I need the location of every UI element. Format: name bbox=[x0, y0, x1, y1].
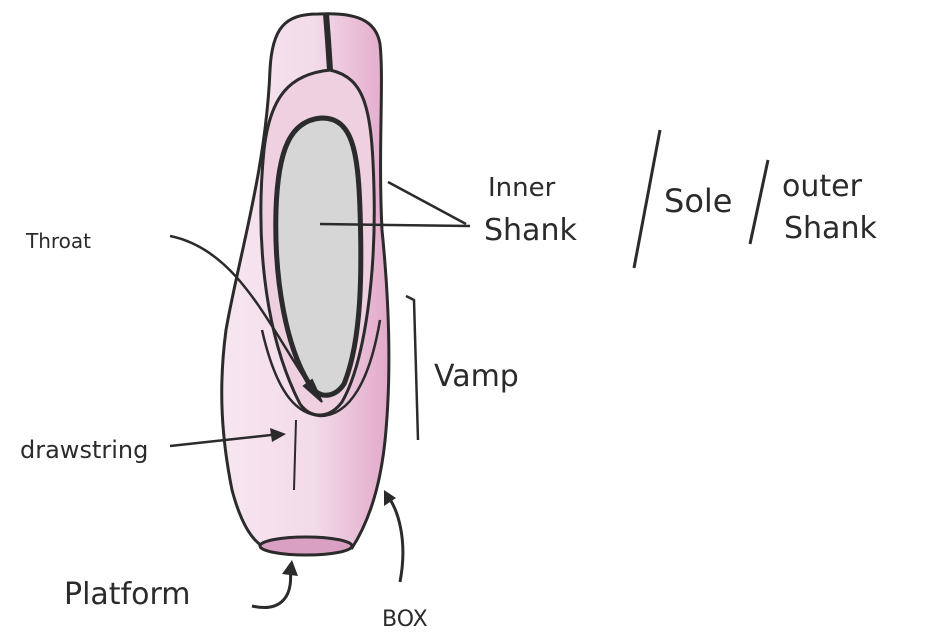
heel-seam bbox=[326, 14, 330, 70]
label-vamp: Vamp bbox=[434, 359, 519, 394]
label-drawstring: drawstring bbox=[20, 436, 148, 464]
slash-1 bbox=[634, 130, 660, 268]
label-box: BOX bbox=[382, 607, 428, 632]
label-inner-shank-line1: Inner bbox=[488, 173, 556, 203]
label-inner-shank-line2: Shank bbox=[484, 213, 577, 248]
slash-2 bbox=[750, 160, 768, 244]
label-sole: Sole bbox=[664, 182, 732, 220]
platform-ellipse bbox=[260, 537, 352, 555]
platform-arrowhead bbox=[282, 560, 298, 576]
label-outer-shank-line1: outer bbox=[782, 169, 863, 204]
label-platform: Platform bbox=[64, 577, 191, 612]
label-throat: Throat bbox=[25, 229, 91, 253]
box-arrowhead bbox=[384, 490, 396, 506]
box-arrow bbox=[386, 494, 403, 582]
label-outer-shank-line2: Shank bbox=[784, 211, 877, 246]
vamp-bracket bbox=[406, 296, 418, 440]
outer-shank-leader bbox=[388, 182, 466, 224]
